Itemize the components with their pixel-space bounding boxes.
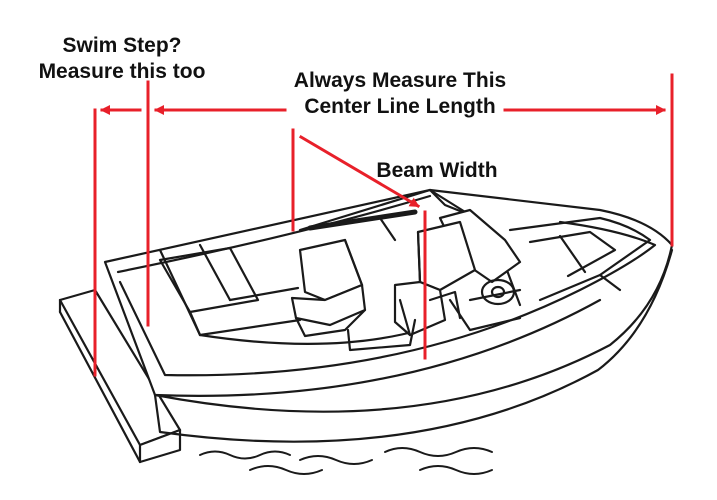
beam-edge-highlight (307, 209, 418, 231)
bow (508, 216, 652, 302)
measurement-lines (93, 73, 674, 377)
swim-step-label-line1: Swim Step? (62, 34, 182, 57)
center-line-label: Always Measure This Center Line Length (250, 68, 550, 120)
beam-width-arrow (298, 134, 421, 209)
beam-width-label: Beam Width (376, 159, 498, 182)
driver-seat (393, 220, 477, 337)
boat-outline (58, 188, 674, 475)
hull (103, 188, 674, 443)
swim-step-label: Swim Step? Measure this too (22, 33, 222, 85)
passenger-seat (290, 238, 417, 352)
center-line-label-line1: Always Measure This (293, 69, 507, 92)
swim-step (58, 288, 182, 464)
center-line-label-line2: Center Line Length (304, 95, 496, 118)
water-ripples (199, 447, 493, 475)
swim-step-label-line2: Measure this too (38, 60, 206, 83)
rear-bench (158, 246, 260, 337)
